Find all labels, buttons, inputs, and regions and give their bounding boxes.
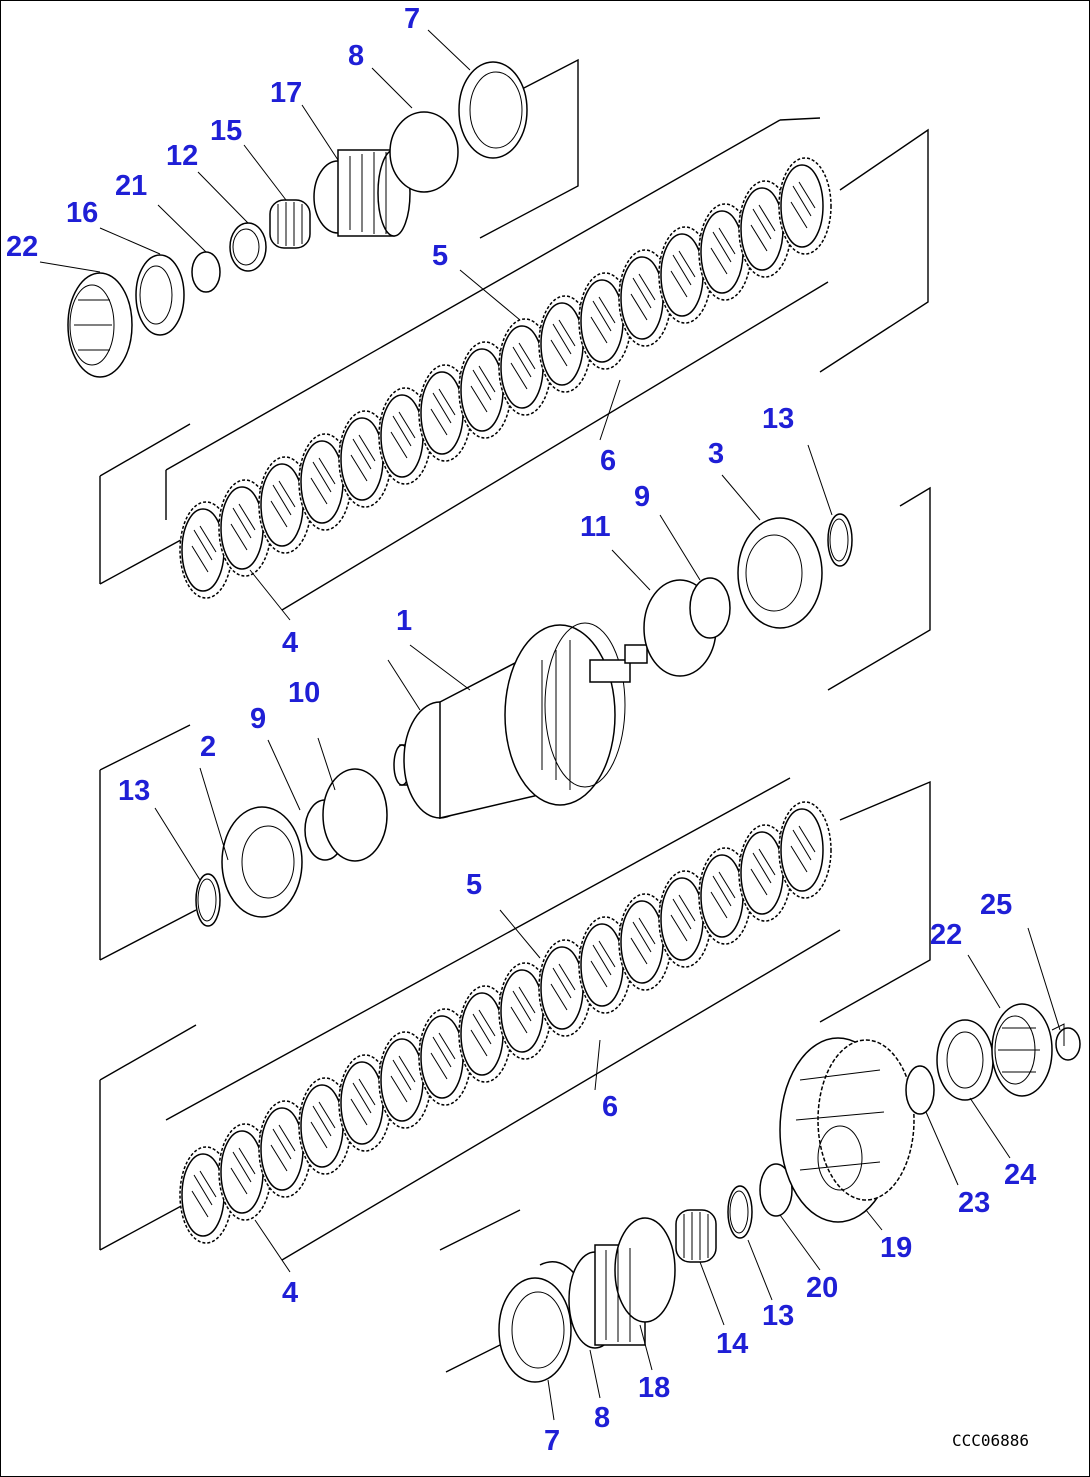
- callout-15: 15: [210, 115, 242, 147]
- callout-3: 3: [708, 438, 724, 470]
- part-22-nut-top: [67, 272, 133, 378]
- part-18-gear-hub: [568, 1217, 676, 1349]
- callout-16: 16: [66, 197, 98, 229]
- lower-clutch-pack: [99, 777, 931, 1273]
- callout-6-upper: 6: [600, 445, 616, 477]
- part-15-needle-bearing: [269, 199, 311, 249]
- part-19-large-gear: [779, 1037, 915, 1223]
- part-9-seal-right: [689, 577, 731, 639]
- callout-13-upper: 13: [762, 403, 794, 435]
- callout-19: 19: [880, 1232, 912, 1264]
- callout-8-bottom: 8: [594, 1402, 610, 1434]
- callout-4-lower: 4: [282, 1277, 298, 1309]
- callout-23: 23: [958, 1187, 990, 1219]
- callout-21: 21: [115, 170, 147, 202]
- drawing-code: CCC06886: [952, 1431, 1029, 1450]
- callout-labels: 7 8 17 15 12 21 16 22 5 6 13 3 9 11 4 1 …: [6, 3, 1036, 1457]
- part-21-snap-ring: [191, 251, 221, 293]
- part-25-lock-plate: [1051, 1023, 1081, 1061]
- callout-5-lower: 5: [466, 869, 482, 901]
- callout-22-top: 22: [6, 231, 38, 263]
- callout-13-left: 13: [118, 775, 150, 807]
- shaft-group: [99, 444, 931, 961]
- callout-17: 17: [270, 77, 302, 109]
- part-24-retainer: [936, 1019, 994, 1101]
- callout-14: 14: [716, 1328, 748, 1360]
- bottom-gear-group: [439, 927, 1081, 1421]
- part-1-shaft: [393, 622, 648, 819]
- part-23-snap-ring: [905, 1065, 935, 1115]
- part-8-snap-ring-top: [389, 111, 459, 193]
- part-12-ring: [229, 222, 267, 272]
- callout-1: 1: [396, 605, 412, 637]
- part-10-o-ring: [322, 768, 388, 862]
- callout-10: 10: [288, 677, 320, 709]
- callout-12: 12: [166, 140, 198, 172]
- callout-9-right: 9: [634, 481, 650, 513]
- callout-2: 2: [200, 731, 216, 763]
- callout-18: 18: [638, 1372, 670, 1404]
- top-bearing-group: [39, 29, 579, 378]
- part-16-washer: [135, 254, 185, 336]
- callout-11: 11: [580, 511, 611, 543]
- callout-25: 25: [980, 889, 1012, 921]
- part-7-seal-bottom: [498, 1277, 572, 1383]
- callout-5-upper: 5: [432, 240, 448, 272]
- callout-20: 20: [806, 1272, 838, 1304]
- part-22-nut-bottom: [991, 1003, 1053, 1097]
- part-14-needle-bearing: [675, 1209, 717, 1263]
- callout-8-top: 8: [348, 40, 364, 72]
- callout-24: 24: [1004, 1159, 1036, 1191]
- part-2-retainer: [221, 806, 303, 918]
- callout-22-bottom: 22: [930, 919, 962, 951]
- part-3-retainer: [737, 517, 823, 629]
- part-20-ring: [759, 1163, 793, 1217]
- callout-7-top: 7: [404, 3, 420, 35]
- callout-6-lower: 6: [602, 1091, 618, 1123]
- upper-clutch-pack: [99, 117, 929, 621]
- callout-9-left: 9: [250, 703, 266, 735]
- callout-7-bottom: 7: [544, 1425, 560, 1457]
- callout-13-bottom: 13: [762, 1300, 794, 1332]
- part-7-seal-top: [458, 61, 528, 159]
- callout-4-upper: 4: [282, 627, 298, 659]
